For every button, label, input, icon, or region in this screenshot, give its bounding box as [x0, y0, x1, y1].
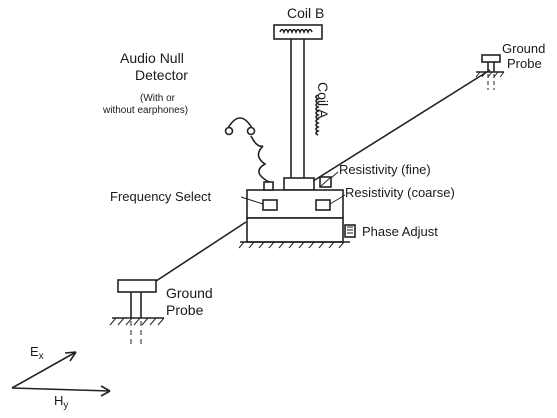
ex-label-sub: x: [39, 351, 44, 362]
earphone-right: [246, 126, 256, 136]
phase-adjust-label: Phase Adjust: [362, 224, 438, 239]
coil-b-winding: [279, 28, 313, 35]
hy-label-base: H: [54, 393, 63, 408]
hy-vector: [11, 387, 111, 392]
resistivity-fine-label: Resistivity (fine): [339, 162, 431, 177]
ground-probe-left-hatch: [109, 317, 165, 326]
hy-label-sub: y: [63, 400, 68, 411]
earphone-left: [224, 126, 234, 136]
coil-a-label: Coil A: [315, 82, 331, 119]
audio-note-line2: without earphones): [102, 105, 188, 116]
leader-resistivity-fine: [330, 171, 339, 179]
ground-probe-right-hatch: [475, 71, 505, 78]
coil-a-winding: [315, 94, 320, 136]
resistivity-coarse-knob: [315, 199, 331, 211]
ground-probe-right-buried: [487, 74, 495, 90]
audio-note-line1: (With or: [140, 93, 176, 104]
coil-b-label: Coil B: [287, 5, 324, 21]
earphones-band: [227, 117, 253, 129]
resistivity-coarse-label: Resistivity (coarse): [345, 185, 455, 200]
audio-title-line1: Audio Null: [120, 50, 184, 66]
probe-wire-left: [149, 221, 247, 286]
ex-vector: [11, 351, 77, 389]
coil-mount: [283, 177, 315, 191]
ex-label-base: E: [30, 344, 39, 359]
ground-probe-right-label-line2: Probe: [507, 56, 542, 71]
ground-probe-left-label-line1: Ground: [166, 285, 213, 301]
phase-adjust-ridges: [347, 226, 353, 234]
ground-probe-left-label-line2: Probe: [166, 302, 204, 318]
leader-frequency-select: [240, 196, 264, 205]
leader-resistivity-coarse: [329, 194, 346, 205]
ground-probe-right-label-line1: Ground: [502, 41, 545, 56]
ground-hatch-instrument: [238, 241, 345, 249]
hy-label: Hy: [54, 393, 68, 411]
frequency-select-label: Frequency Select: [110, 189, 212, 204]
resistivity-fine-scale: [320, 177, 331, 187]
ex-arrowhead: [64, 351, 77, 362]
earphone-cord: [250, 135, 270, 183]
detector-jack: [263, 181, 274, 191]
frequency-select-knob: [262, 199, 278, 211]
instrument-bottom: [246, 217, 344, 243]
coil-b-head: [273, 24, 323, 40]
hy-arrowhead: [100, 385, 111, 397]
phase-adjust-knob: [344, 224, 356, 238]
ex-label: Ex: [30, 344, 44, 362]
ground-probe-right-head: [481, 54, 501, 63]
ground-probe-left-buried: [130, 321, 142, 347]
audio-title-line2: Detector: [135, 67, 188, 83]
probe-wire-right: [309, 69, 491, 184]
ground-probe-left-head: [117, 279, 157, 293]
